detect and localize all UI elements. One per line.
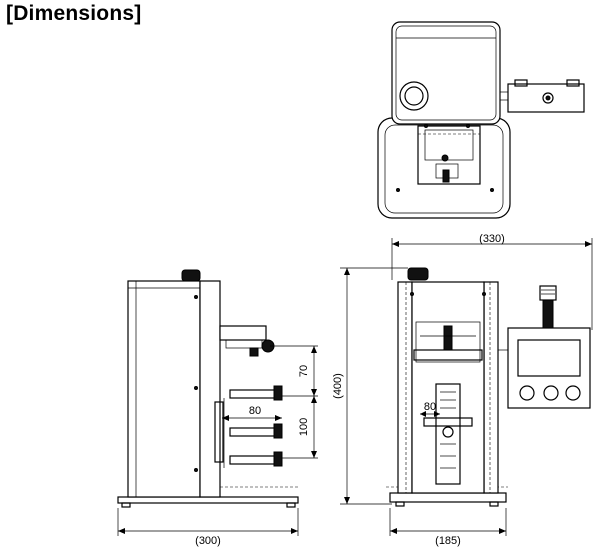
side-view: [117, 269, 300, 508]
dimension-lines: [117, 238, 593, 536]
dim-front-span: 80: [424, 401, 436, 413]
dimensions-heading: [Dimensions]: [6, 2, 142, 25]
dim-side-depth: (300): [195, 535, 221, 547]
top-view: [377, 21, 585, 219]
dim-height: (400): [332, 373, 344, 399]
dim-gap-lower: 100: [298, 418, 310, 436]
dim-gap-upper: 70: [298, 365, 310, 377]
dim-front-width: (185): [435, 535, 461, 547]
dim-top-width: (330): [479, 233, 505, 245]
dim-side-span: 80: [249, 405, 261, 417]
front-view: [386, 267, 591, 507]
